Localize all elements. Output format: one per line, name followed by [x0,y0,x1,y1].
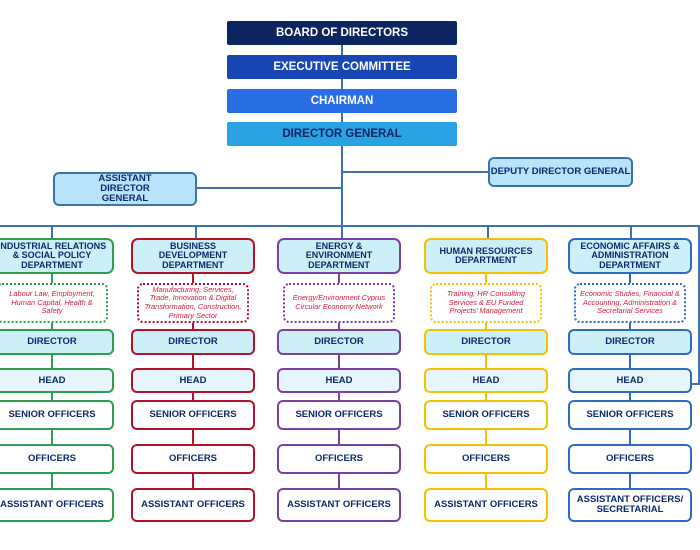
department-4-role-1: HEAD [568,368,692,393]
dept-connector-1-r3 [192,474,194,488]
chairman-box: CHAIRMAN [227,89,457,113]
dept-connector-1-r2 [192,430,194,444]
dept-connector-4-r1 [629,393,631,400]
dept-connector-3-a [485,274,487,283]
dept-connector-2-r3 [338,474,340,488]
department-0-role-1: HEAD [0,368,114,393]
department-description-0: Labour Law, Employment, Human Capital, H… [0,283,108,323]
dept-connector-3-r0 [485,355,487,368]
dept-connector-4-b [629,323,631,329]
dept-connector-0-b [51,323,53,329]
dept-connector-3-r1 [485,393,487,400]
department-3-role-1: HEAD [424,368,548,393]
department-description-2: Energy/Environment Cyprus Circular Econo… [283,283,395,323]
department-bus-right [698,225,700,385]
department-0-role-0: DIRECTOR [0,329,114,355]
assistant-director-general-box: ASSISTANT DIRECTOR GENERAL [53,172,197,206]
dept-connector-2-r1 [338,393,340,400]
dept-connector-3-r3 [485,474,487,488]
department-title-0: INDUSTRIAL RELATIONS & SOCIAL POLICY DEP… [0,238,114,274]
deputy-director-general-box: DEPUTY DIRECTOR GENERAL [488,157,633,187]
dept-connector-1-r0 [192,355,194,368]
dept-connector-2-a [338,274,340,283]
department-1-role-0: DIRECTOR [131,329,255,355]
dept-connector-4-r3 [629,474,631,488]
department-0-role-2: SENIOR OFFICERS [0,400,114,430]
department-0-role-3: OFFICERS [0,444,114,474]
department-3-role-2: SENIOR OFFICERS [424,400,548,430]
dept-connector-2-r0 [338,355,340,368]
department-2-role-0: DIRECTOR [277,329,401,355]
department-2-role-4: ASSISTANT OFFICERS [277,488,401,522]
department-description-4: Economic Studies, Financial & Accounting… [574,283,686,323]
drop-4 [630,226,632,238]
department-4-role-2: SENIOR OFFICERS [568,400,692,430]
department-3-role-4: ASSISTANT OFFICERS [424,488,548,522]
department-2-role-2: SENIOR OFFICERS [277,400,401,430]
department-1-role-1: HEAD [131,368,255,393]
department-description-1: Manufacturing, Services, Trade, Innovati… [137,283,249,323]
drop-0 [51,226,53,238]
department-0-role-4: ASSISTANT OFFICERS [0,488,114,522]
dept-connector-4-r2 [629,430,631,444]
dept-connector-0-r1 [51,393,53,400]
dept-connector-0-r2 [51,430,53,444]
department-title-4: ECONOMIC AFFAIRS & ADMINISTRATION DEPART… [568,238,692,274]
dept-connector-4-a [629,274,631,283]
executive-committee-box: EXECUTIVE COMMITTEE [227,55,457,79]
department-bus-line [0,225,700,227]
department-2-role-1: HEAD [277,368,401,393]
department-title-1: BUSINESS DEVELOPMENT DEPARTMENT [131,238,255,274]
department-3-role-3: OFFICERS [424,444,548,474]
dept-connector-0-r3 [51,474,53,488]
department-2-role-3: OFFICERS [277,444,401,474]
department-3-role-0: DIRECTOR [424,329,548,355]
department-title-3: HUMAN RESOURCES DEPARTMENT [424,238,548,274]
dept-connector-1-b [192,323,194,329]
department-title-2: ENERGY & ENVIRONMENT DEPARTMENT [277,238,401,274]
dept-connector-3-b [485,323,487,329]
board-of-directors-box: BOARD OF DIRECTORS [227,21,457,45]
dept-connector-0-r0 [51,355,53,368]
department-1-role-3: OFFICERS [131,444,255,474]
econ-head-link [686,383,700,385]
department-4-role-3: OFFICERS [568,444,692,474]
department-description-3: Training, HR Consulting Services & EU Fu… [430,283,542,323]
drop-2 [341,226,343,238]
department-4-role-0: DIRECTOR [568,329,692,355]
assistant-connector [196,187,342,189]
department-1-role-2: SENIOR OFFICERS [131,400,255,430]
dept-connector-1-a [192,274,194,283]
dept-connector-2-b [338,323,340,329]
department-4-role-4: ASSISTANT OFFICERS/ SECRETARIAL [568,488,692,522]
director-general-box: DIRECTOR GENERAL [227,122,457,146]
drop-1 [195,226,197,238]
department-1-role-4: ASSISTANT OFFICERS [131,488,255,522]
dept-connector-2-r2 [338,430,340,444]
deputy-connector [342,171,489,173]
dept-connector-1-r1 [192,393,194,400]
drop-3 [487,226,489,238]
dept-connector-3-r2 [485,430,487,444]
dept-connector-4-r0 [629,355,631,368]
dept-connector-0-a [51,274,53,283]
